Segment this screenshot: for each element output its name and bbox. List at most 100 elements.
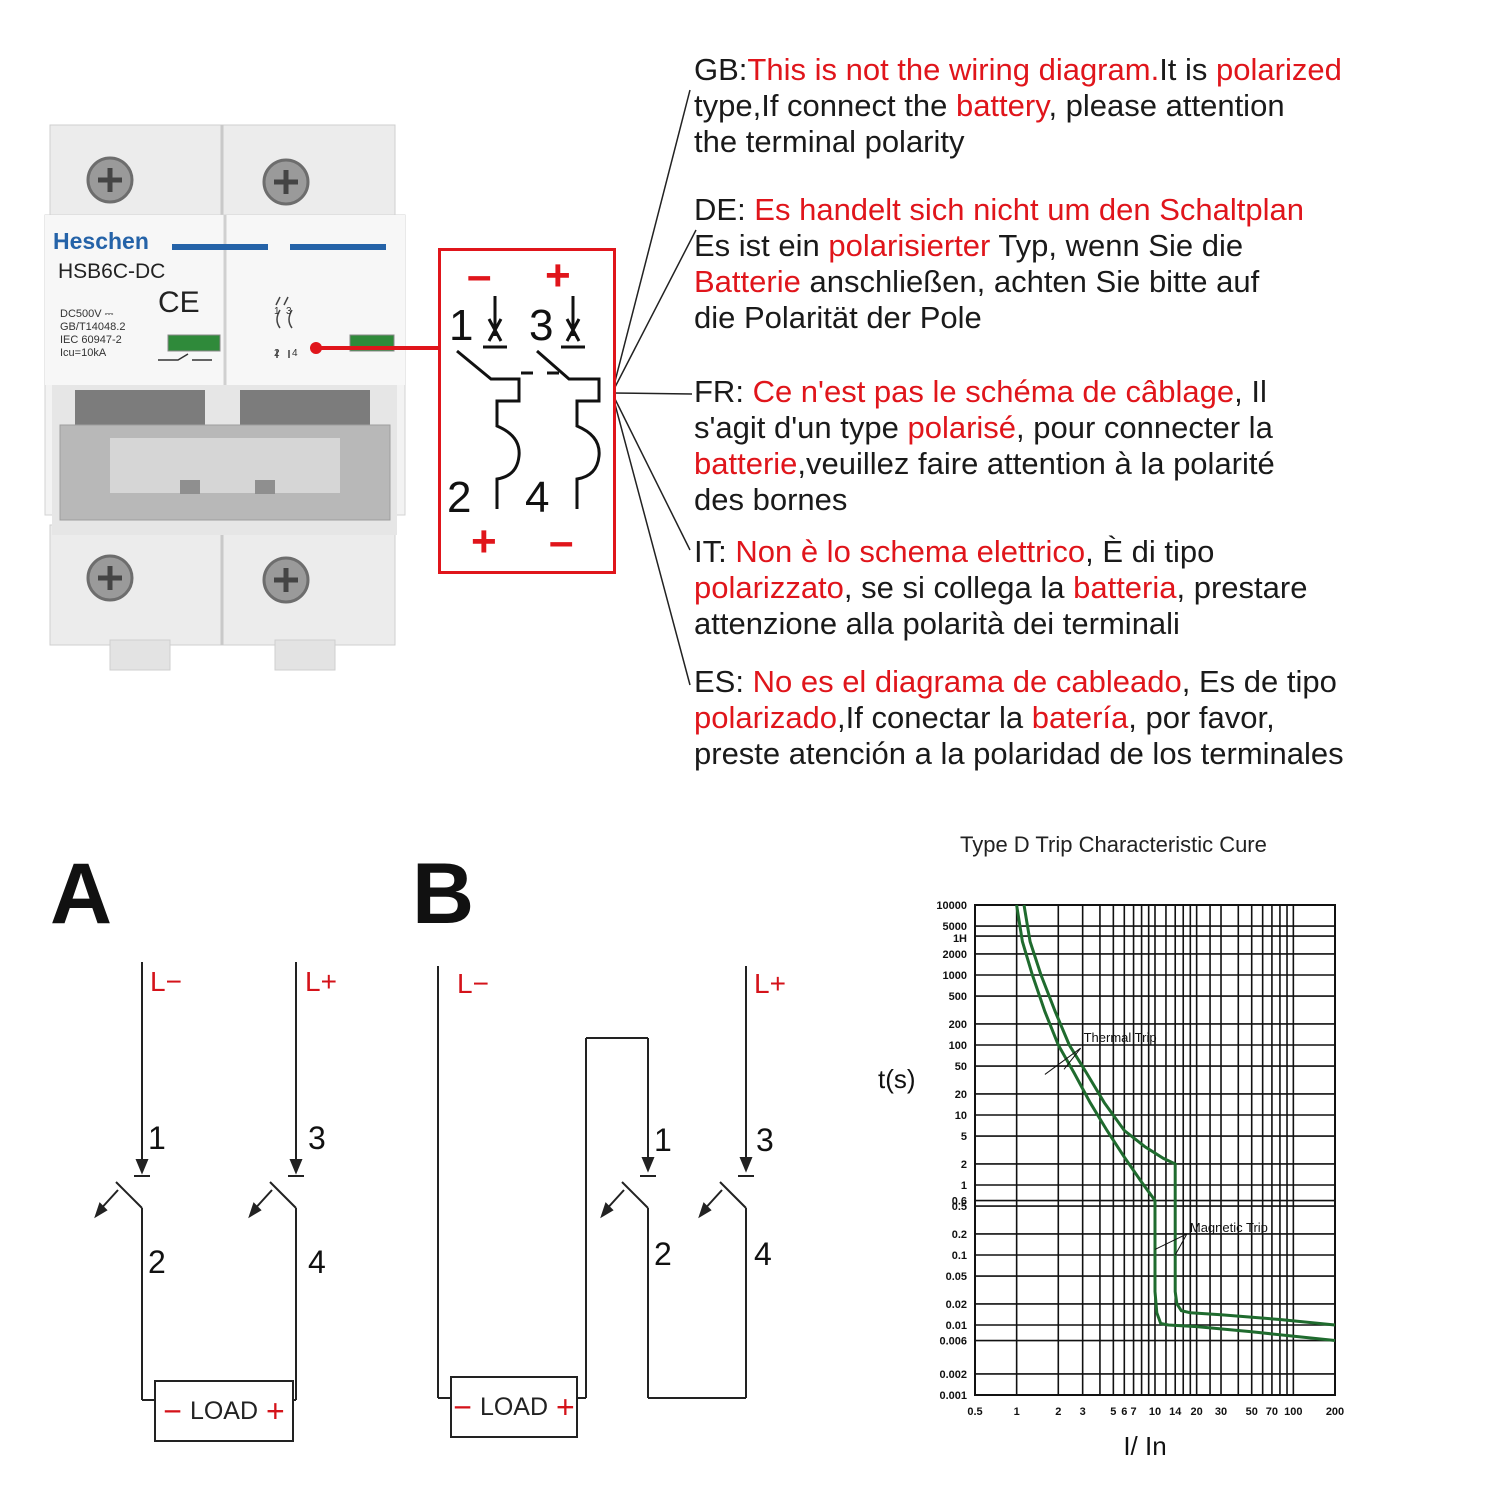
plot-frame	[974, 904, 1336, 1396]
x-tick-label: 7	[1131, 1406, 1137, 1418]
y-tick-label: 2000	[943, 949, 967, 961]
wiring-diagram-b	[437, 966, 754, 1399]
spec-list: DC500V ⎓ GB/T14048.2 IEC 60947-2 Icu=10k…	[60, 308, 125, 360]
svg-text:4: 4	[292, 348, 298, 359]
annotation-pointer	[1174, 1233, 1188, 1256]
highlight-text: polarizzato	[694, 570, 844, 605]
b-load-box: − LOAD +	[450, 1376, 578, 1438]
a-l-plus-label: L+	[305, 966, 337, 997]
y-tick-label: 20	[955, 1089, 967, 1101]
x-tick-label: 2	[1055, 1406, 1061, 1418]
b-l-plus-label: L+	[754, 968, 786, 999]
note-text: Typ, wenn Sie die	[990, 228, 1244, 263]
b-load-plus: +	[556, 1388, 575, 1425]
highlight-text: This is not the wiring diagram.	[747, 52, 1160, 87]
y-tick-label: 0.001	[939, 1390, 967, 1402]
note-line: attenzione alla polarità dei terminali	[694, 606, 1307, 642]
a-load-label: LOAD	[189, 1396, 259, 1425]
a-terminal-4: 4	[308, 1244, 326, 1280]
note-text: type,If connect the	[694, 88, 956, 123]
note-text: s'agit d'un type	[694, 410, 908, 445]
highlight-text: polarized	[1216, 52, 1342, 87]
note-es: ES: No es el diagrama de cableado, Es de…	[694, 664, 1344, 772]
note-de: DE: Es handelt sich nicht um den Schaltp…	[694, 192, 1304, 336]
note-line: s'agit d'un type polarisé, pour connecte…	[694, 410, 1275, 446]
y-tick-label: 50	[955, 1061, 967, 1073]
note-text: , Es de tipo	[1181, 664, 1337, 699]
note-fr: FR: Ce n'est pas le schéma de câblage, I…	[694, 374, 1275, 518]
spec-line: Icu=10kA	[60, 347, 107, 359]
y-tick-label: 1H	[953, 933, 967, 945]
diagram-a-letter: A	[50, 846, 113, 942]
highlight-text: Ce n'est pas le schéma de câblage	[752, 374, 1235, 409]
note-text: ,veuillez faire attention à la polarité	[797, 446, 1275, 481]
y-tick-label: 0.02	[946, 1299, 967, 1311]
y-tick-label: 2	[961, 1159, 967, 1171]
note-text: , Il	[1234, 374, 1267, 409]
highlight-text: polarisierter	[828, 228, 991, 263]
x-tick-label: 50	[1246, 1406, 1258, 1418]
note-text: the terminal polarity	[694, 124, 965, 159]
note-text: Es ist ein	[694, 228, 829, 263]
note-text: des bornes	[694, 482, 848, 517]
note-line: DE: Es handelt sich nicht um den Schaltp…	[694, 192, 1304, 228]
y-tick-label: 0.5	[952, 1201, 967, 1213]
note-line: GB:This is not the wiring diagram.It is …	[694, 52, 1342, 88]
note-line: type,If connect the battery, please atte…	[694, 88, 1342, 124]
leader-lines	[310, 89, 697, 686]
note-text: attenzione alla polarità dei terminali	[694, 606, 1180, 641]
y-tick-label: 5	[961, 1131, 967, 1143]
terminal-4-label: 4	[525, 473, 550, 522]
x-tick-label: 20	[1191, 1406, 1203, 1418]
y-tick-label: 0.002	[939, 1369, 967, 1381]
trip-curve-chart: 1000050001H200010005002001005020105210.6…	[878, 900, 1344, 1461]
note-line: Batterie anschließen, achten Sie bitte a…	[694, 264, 1304, 300]
x-tick-label: 3	[1080, 1406, 1086, 1418]
terminal-3-label: 3	[529, 301, 554, 350]
b-terminal-3: 3	[756, 1122, 774, 1158]
x-axis-label: I/ In	[1123, 1431, 1166, 1461]
note-line: polarizado,If conectar la batería, por f…	[694, 700, 1344, 736]
note-text: , please attention	[1048, 88, 1285, 123]
y-tick-label: 5000	[943, 921, 967, 933]
fan-lines	[611, 89, 697, 686]
highlight-text: batterie	[694, 446, 798, 481]
y-tick-label: 200	[949, 1019, 967, 1031]
annotation-pointer	[1063, 1047, 1082, 1070]
y-tick-label: 1	[961, 1180, 967, 1192]
highlight-text: battery	[955, 88, 1049, 123]
annotation-pointer	[1044, 1047, 1081, 1075]
spec-line: IEC 60947-2	[60, 334, 122, 346]
magnetic-trip-label: Magnetic Trip	[1190, 1220, 1268, 1235]
note-text: anschließen, achten Sie bitte auf	[800, 264, 1260, 299]
x-tick-label: 10	[1149, 1406, 1161, 1418]
note-gb: GB:This is not the wiring diagram.It is …	[694, 52, 1342, 160]
model-label: HSB6C-DC	[58, 260, 166, 283]
b-l-minus-label: L−	[457, 968, 489, 999]
bottom-plus-sign: +	[471, 517, 497, 566]
chart-title: Type D Trip Characteristic Cure	[960, 832, 1267, 857]
a-l-minus-label: L−	[150, 966, 182, 997]
x-tick-label: 6	[1121, 1406, 1127, 1418]
y-tick-label: 0.6	[952, 1196, 967, 1208]
bottom-minus-sign: –	[549, 517, 574, 566]
note-line: FR: Ce n'est pas le schéma de câblage, I…	[694, 374, 1275, 410]
a-terminal-2: 2	[148, 1244, 166, 1280]
note-text: , se si collega la	[843, 570, 1074, 605]
highlight-text: batería	[1031, 700, 1129, 735]
note-text: IT:	[694, 534, 736, 569]
y-tick-label: 1000	[943, 970, 967, 982]
terminal-1-label: 1	[449, 301, 474, 350]
b-terminal-1: 1	[654, 1122, 672, 1158]
note-text: ES:	[694, 664, 753, 699]
b-terminal-2: 2	[654, 1236, 672, 1272]
note-line: the terminal polarity	[694, 124, 1342, 160]
note-line: preste atención a la polaridad de los te…	[694, 736, 1344, 772]
y-tick-label: 10	[955, 1110, 967, 1122]
y-tick-label: 10000	[936, 900, 967, 912]
highlight-text: Batterie	[694, 264, 801, 299]
x-tick-label: 200	[1326, 1406, 1344, 1418]
trip-curve-upper	[1022, 904, 1336, 1327]
note-line: ES: No es el diagrama de cableado, Es de…	[694, 664, 1344, 700]
note-text: ,If conectar la	[837, 700, 1032, 735]
